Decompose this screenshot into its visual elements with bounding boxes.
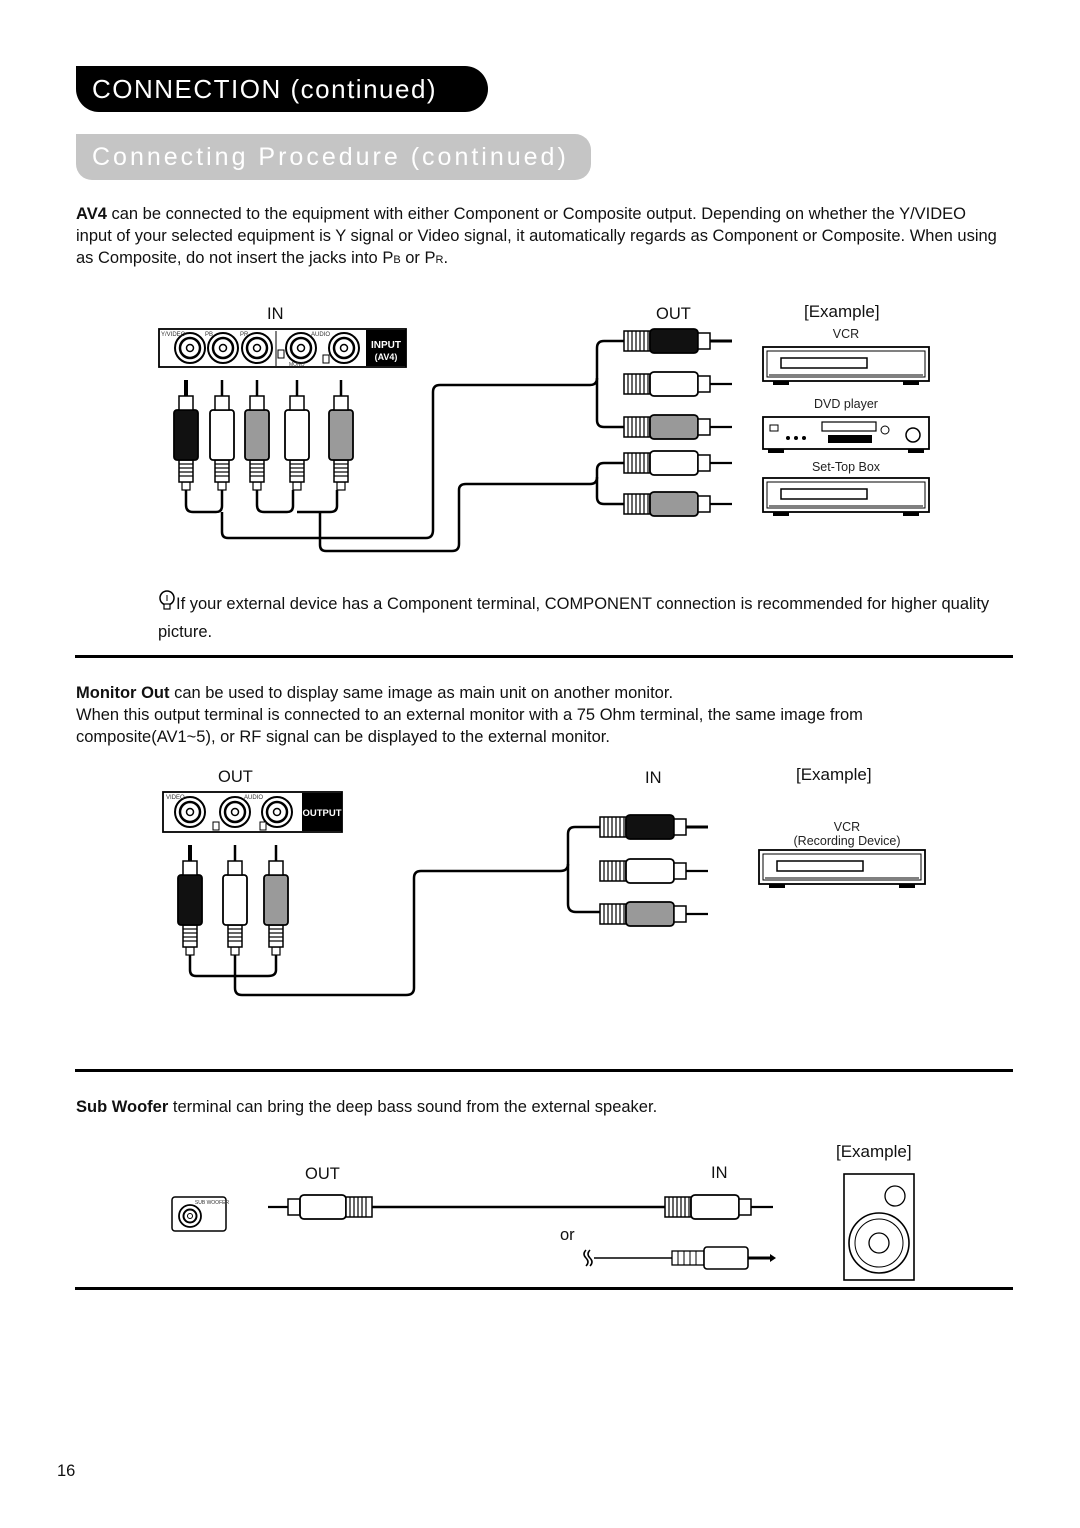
av4-text: can be connected to the equipment with e… [76, 205, 997, 267]
monitor-out-cables [188, 825, 600, 997]
subwoofer-cable [268, 1193, 775, 1221]
subwoofer-jack-label: SUB WOOFER [195, 1200, 230, 1206]
av4-out-label: OUT [656, 305, 691, 323]
panel-input-label: INPUT [371, 340, 401, 351]
jack-label-pr: PR [240, 332, 249, 338]
jack-label-audio-out: AUDIO [244, 795, 263, 801]
or-label: or [560, 1226, 575, 1244]
jack-label-video: VIDEO [166, 795, 185, 801]
monitor-out-text-1: can be used to display same image as mai… [169, 684, 674, 702]
jack-label-pb: PB [205, 332, 213, 338]
monitor-out-text-2: When this output terminal is connected t… [76, 706, 863, 746]
av4-or: or P [400, 249, 436, 267]
pb-subscript: B [393, 254, 401, 266]
subwoofer-jack-panel: SUB WOOFER [171, 1196, 230, 1232]
vcr-device [762, 346, 930, 386]
section-divider-1 [75, 655, 1013, 658]
recording-device-note: (Recording Device) [793, 834, 901, 848]
subwoofer-example-label: [Example] [836, 1142, 912, 1161]
mini-plug-cable [583, 1246, 776, 1270]
monitor-output-panel: OUTPUT VIDEO AUDIO [162, 791, 343, 833]
panel-output-label: OUTPUT [302, 808, 341, 819]
jack-label-audio: AUDIO [311, 332, 330, 338]
panel-av4-label: (AV4) [375, 352, 398, 362]
lightbulb-icon [158, 590, 176, 610]
subwoofer-in-label: IN [711, 1164, 728, 1182]
subwoofer-text: terminal can bring the deep bass sound f… [168, 1098, 658, 1116]
vcr-label: VCR [832, 327, 860, 341]
monitor-out-lead: Monitor Out [76, 684, 170, 702]
monitor-out-label: OUT [218, 768, 253, 786]
page-number: 16 [57, 1462, 76, 1480]
monitor-in-label: IN [645, 769, 662, 787]
dvd-player-label: DVD player [814, 397, 878, 411]
jack-label-yvideo: Y/VIDEO [161, 332, 186, 338]
pr-subscript: R [435, 254, 444, 266]
av4-end: . [443, 249, 449, 267]
av4-input-panel: INPUT (AV4) Y/VIDEO PB PR AUDIO MONO [158, 328, 407, 368]
recording-vcr-device [758, 849, 926, 889]
av4-paragraph: AV4 can be connected to the equipment wi… [76, 203, 1006, 271]
av4-in-label: IN [267, 305, 284, 323]
dvd-player-device [762, 416, 930, 453]
monitor-example-label: [Example] [796, 765, 872, 784]
av4-lead: AV4 [76, 205, 107, 223]
subwoofer-paragraph: Sub Woofer terminal can bring the deep b… [76, 1096, 1006, 1118]
recording-vcr-label: VCR(Recording Device) [759, 820, 935, 848]
jack-label-mono: MONO [289, 362, 305, 368]
recording-vcr-name: VCR [833, 820, 861, 834]
section-divider-2 [75, 1069, 1013, 1072]
set-top-box-label: Set-Top Box [811, 460, 881, 474]
set-top-box-device [762, 477, 930, 517]
section-title: CONNECTION (continued) [76, 66, 488, 112]
monitor-out-paragraph: Monitor Out can be used to display same … [76, 682, 1006, 748]
subwoofer-out-label: OUT [305, 1165, 340, 1183]
subwoofer-lead: Sub Woofer [76, 1098, 169, 1116]
tip-text: If your external device has a Component … [158, 595, 990, 641]
speaker-device [843, 1173, 915, 1281]
av4-example-label: [Example] [804, 302, 880, 321]
section-divider-3 [75, 1287, 1013, 1290]
section-subtitle: Connecting Procedure (continued) [76, 134, 591, 180]
av4-cables [184, 339, 624, 553]
component-tip: If your external device has a Component … [158, 590, 998, 646]
